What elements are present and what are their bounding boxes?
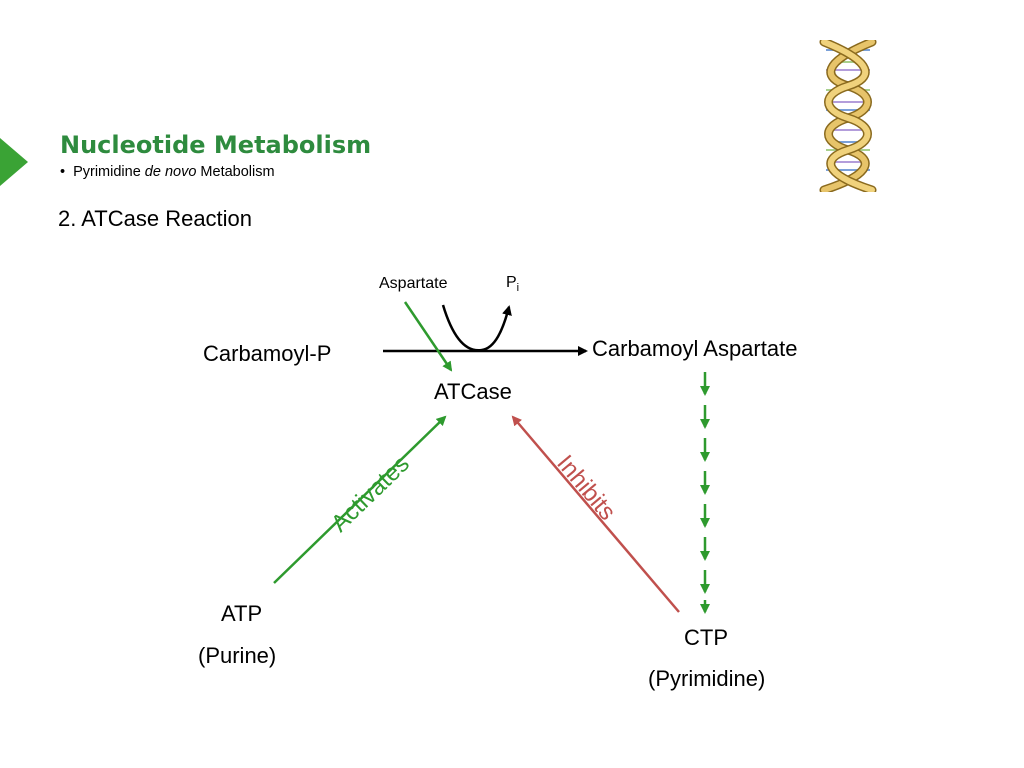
subtitle-bullet: • bbox=[60, 164, 66, 180]
subtitle-suffix: Metabolism bbox=[196, 164, 275, 180]
aspartate-arrow bbox=[403, 301, 453, 372]
enzyme-label: ATCase bbox=[434, 379, 512, 404]
activates-arrow bbox=[273, 415, 447, 584]
substrate-label: Carbamoyl-P bbox=[203, 341, 332, 366]
aspartate-label: Aspartate bbox=[379, 275, 448, 292]
page-title: Nucleotide Metabolism bbox=[60, 131, 372, 159]
subtitle-italic: de novo bbox=[144, 164, 197, 180]
dna-helix-icon bbox=[819, 40, 877, 192]
subtitle: • Pyrimidine de novo Metabolism bbox=[60, 164, 275, 180]
slide-marker bbox=[0, 138, 28, 186]
section-heading: 2. ATCase Reaction bbox=[58, 206, 253, 231]
activator-label: ATP bbox=[221, 601, 263, 626]
product-label: Carbamoyl Aspartate bbox=[592, 336, 798, 361]
inhibitor-label: CTP bbox=[684, 625, 728, 650]
pi-base: P bbox=[506, 274, 517, 291]
pi-label: Pi bbox=[506, 274, 519, 294]
pi-release-curve bbox=[441, 304, 512, 352]
pi-subscript: i bbox=[516, 282, 520, 295]
inhibits-arrow bbox=[511, 415, 680, 613]
activator-class-label: (Purine) bbox=[198, 643, 277, 668]
subtitle-prefix: Pyrimidine bbox=[73, 164, 145, 180]
inhibitor-class-label: (Pyrimidine) bbox=[648, 666, 766, 691]
